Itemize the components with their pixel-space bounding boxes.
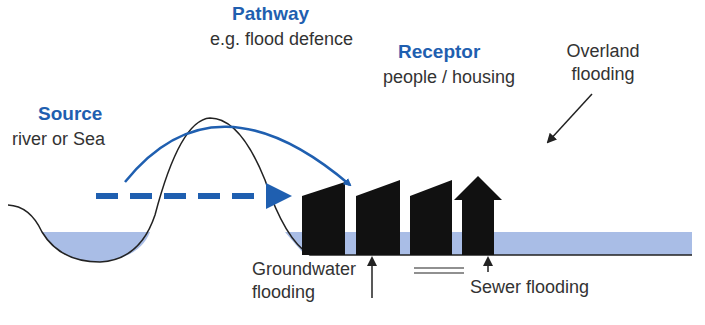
ground-line xyxy=(8,118,692,262)
pathway-note: e.g. flood defence xyxy=(210,28,353,51)
sewer-arrow xyxy=(487,258,489,272)
flow-arrow xyxy=(96,193,270,199)
receptor-heading: Receptor xyxy=(398,40,480,65)
leader-line xyxy=(548,94,592,142)
source-heading: Source xyxy=(38,102,102,127)
river-water xyxy=(42,232,150,262)
building xyxy=(302,182,345,255)
callout-label: Groundwater flooding xyxy=(252,258,364,305)
building xyxy=(410,180,452,255)
sewer-pipe xyxy=(414,272,464,273)
building xyxy=(356,180,400,255)
sewer-pipe xyxy=(414,267,464,268)
receptor-note: people / housing xyxy=(383,66,515,89)
overtopping-arrow xyxy=(125,127,350,185)
callout-label: Sewer flooding xyxy=(470,276,589,299)
pathway-heading: Pathway xyxy=(232,2,309,27)
arrow-head xyxy=(266,183,292,209)
callout-label: Overland flooding xyxy=(548,40,658,87)
source-note: river or Sea xyxy=(12,128,105,151)
house xyxy=(454,176,502,255)
groundwater-arrow xyxy=(371,258,373,298)
